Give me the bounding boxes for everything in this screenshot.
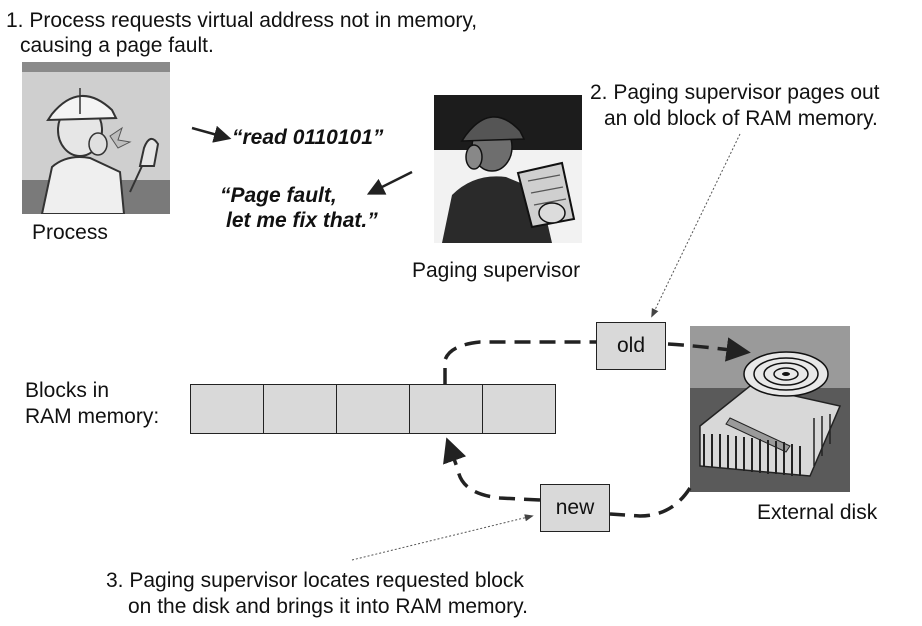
speech-read: “read 0110101” xyxy=(232,126,384,149)
step2-line1: 2. Paging supervisor pages out xyxy=(590,81,880,104)
arrow-supervisor-to-fault xyxy=(366,170,413,195)
step3-line2: on the disk and brings it into RAM memor… xyxy=(128,595,528,618)
ram-block xyxy=(191,385,264,433)
step1-line1: 1. Process requests virtual address not … xyxy=(6,9,478,32)
speech-fault-line2: let me fix that.” xyxy=(226,209,378,232)
dashed-path-disk-to-new xyxy=(609,487,692,518)
process-label: Process xyxy=(32,221,108,244)
paging-supervisor-image xyxy=(434,95,582,243)
old-label: old xyxy=(616,334,646,357)
blocks-label-line1: Blocks in xyxy=(25,379,110,402)
dashed-path-ram-to-old xyxy=(443,340,596,384)
blocks-label-line2: RAM memory: xyxy=(25,405,160,428)
ram-block xyxy=(483,385,555,433)
ram-blocks xyxy=(190,384,556,434)
disk-label: External disk xyxy=(757,501,878,524)
arrow-process-to-read xyxy=(191,125,232,143)
new-block-box: new xyxy=(540,484,610,532)
ram-block xyxy=(264,385,337,433)
external-disk-image xyxy=(690,326,850,492)
step2-line2: an old block of RAM memory. xyxy=(604,107,878,130)
step3-line1: 3. Paging supervisor locates requested b… xyxy=(106,569,524,592)
step1-line2: causing a page fault. xyxy=(20,34,214,57)
dashed-arrow-old-to-disk xyxy=(667,337,751,362)
process-worker-image xyxy=(22,62,170,215)
speech-fault-line1: “Page fault, xyxy=(220,184,337,207)
dotted-arrow-step2-to-old xyxy=(651,133,741,318)
dotted-arrow-step3-to-new xyxy=(351,514,534,561)
dashed-arrow-new-to-ram xyxy=(443,437,541,502)
supervisor-label: Paging supervisor xyxy=(412,259,581,282)
ram-block xyxy=(337,385,410,433)
ram-block xyxy=(410,385,483,433)
old-block-box: old xyxy=(596,322,666,370)
new-label: new xyxy=(555,496,595,519)
